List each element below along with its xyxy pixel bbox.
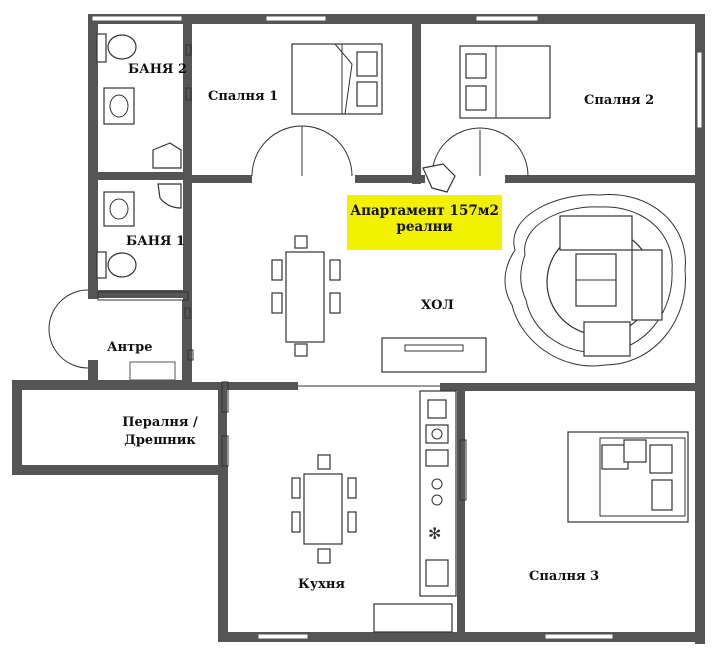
hall-furniture — [271, 194, 686, 373]
room-label-bedroom2: Спалня 2 — [584, 93, 655, 108]
area-note-line1: Апартамент 157м2 — [350, 203, 499, 219]
kitchen-furniture: ✻ — [291, 390, 457, 633]
bedroom3-furniture — [567, 431, 689, 523]
area-highlight-note: Апартамент 157м2 реални — [347, 195, 502, 250]
room-label-laundry-line1: Пералня / — [122, 415, 198, 430]
bedroom1-furniture — [251, 43, 383, 177]
room-label-laundry-line2: Дрешник — [124, 433, 196, 448]
bath2-fixtures — [96, 33, 192, 169]
bath1-fixtures — [96, 183, 182, 279]
room-label-hall: ХОЛ — [421, 298, 454, 313]
entry-door — [48, 289, 194, 369]
room-label-entry: Антре — [107, 340, 153, 355]
sliding-partitions — [221, 381, 467, 501]
room-label-bath1: БАНЯ 1 — [126, 234, 186, 249]
bedroom2-furniture — [422, 45, 551, 193]
area-note-line2: реални — [396, 219, 453, 235]
room-label-bath2: БАНЯ 2 — [128, 62, 188, 77]
windows — [91, 15, 703, 640]
inner-walls — [22, 24, 695, 632]
svg-text:✻: ✻ — [428, 524, 441, 543]
room-label-kitchen: Кухня — [298, 577, 346, 592]
room-label-bedroom1: Спалня 1 — [208, 89, 279, 104]
room-label-bedroom3: Спалня 3 — [529, 569, 600, 584]
